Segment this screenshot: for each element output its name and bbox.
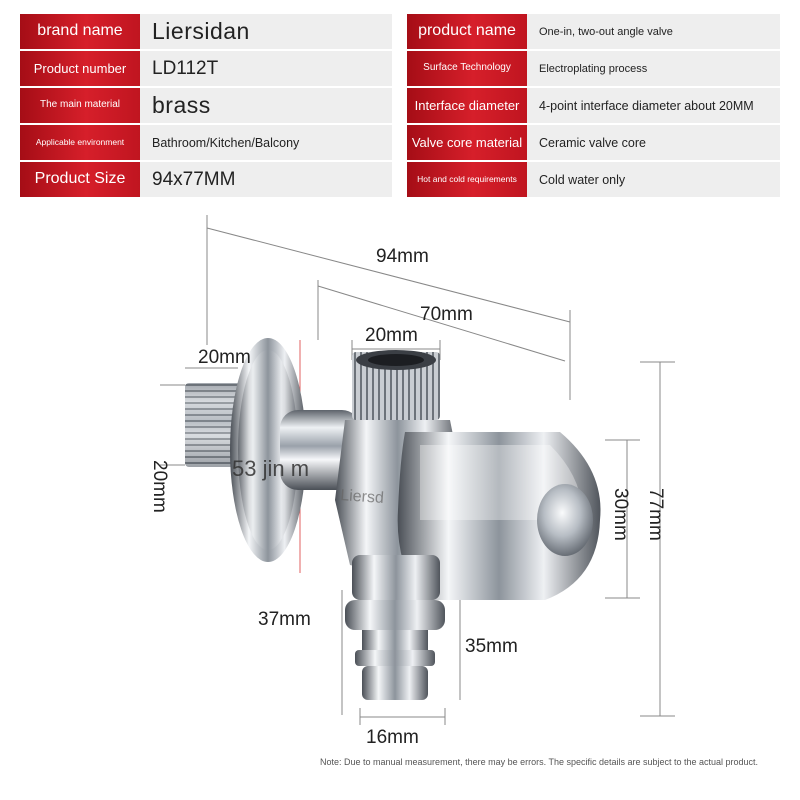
spec-key: Hot and cold requirements — [407, 162, 527, 199]
spec-value: 94x77MM — [140, 162, 392, 199]
valve-handle — [397, 432, 601, 600]
body-logo-text: Liersd — [340, 487, 385, 507]
spec-table-right: product name One-in, two-out angle valve… — [407, 14, 780, 199]
bottom-nozzle — [362, 666, 428, 700]
spec-key: The main material — [20, 88, 140, 125]
spec-value: Cold water only — [527, 162, 780, 199]
dimension-lines — [160, 215, 675, 725]
dim-bottom-length: 37mm — [258, 609, 311, 630]
dim-left-thread-height: 20mm — [149, 460, 170, 513]
spec-row-brand: brand name Liersidan — [20, 14, 392, 51]
spec-key: Interface diameter — [407, 88, 527, 125]
spec-value: 4-point interface diameter about 20MM — [527, 88, 780, 125]
spec-value: Bathroom/Kitchen/Balcony — [140, 125, 392, 162]
spec-row-environment: Applicable environment Bathroom/Kitchen/… — [20, 125, 392, 162]
spec-key: brand name — [20, 14, 140, 51]
dim-overall-width: 94mm — [376, 246, 429, 267]
spec-key: Valve core material — [407, 125, 527, 162]
dim-body-height: 30mm — [610, 488, 631, 541]
spec-key: Applicable environment — [20, 125, 140, 162]
spec-value: One-in, two-out angle valve — [527, 14, 780, 51]
dim-bottom-diameter: 16mm — [366, 727, 419, 748]
handle-cap — [537, 484, 593, 556]
spec-row-size: Product Size 94x77MM — [20, 162, 392, 199]
spec-value: Electroplating process — [527, 51, 780, 88]
spec-row-product-number: Product number LD112T — [20, 51, 392, 88]
dim-top-thread: 20mm — [365, 325, 418, 346]
spec-row-material: The main material brass — [20, 88, 392, 125]
spec-key: Product number — [20, 51, 140, 88]
measurement-note: Note: Due to manual measurement, there m… — [320, 757, 759, 767]
spec-row-surface: Surface Technology Electroplating proces… — [407, 51, 780, 88]
watermark-text: 53 jin m — [232, 456, 309, 481]
spec-row-interface: Interface diameter 4-point interface dia… — [407, 88, 780, 125]
valve-dimension-figure: 53 jin m Liersd 94mm 70mm 20mm 20mm 20mm… — [149, 215, 675, 748]
dim-bottom-nozzle: 35mm — [465, 636, 518, 657]
spec-key: product name — [407, 14, 527, 51]
spec-row-product-name: product name One-in, two-out angle valve — [407, 14, 780, 51]
dim-body-width: 70mm — [420, 304, 473, 325]
spec-key: Surface Technology — [407, 51, 527, 88]
spec-key: Product Size — [20, 162, 140, 199]
bottom-collar — [352, 555, 440, 600]
spec-row-hot-cold: Hot and cold requirements Cold water onl… — [407, 162, 780, 199]
dim-left-thread-width: 20mm — [198, 347, 251, 368]
spec-value: Ceramic valve core — [527, 125, 780, 162]
spec-value: brass — [140, 88, 392, 125]
spec-value: Liersidan — [140, 14, 392, 51]
spec-value: LD112T — [140, 51, 392, 88]
dim-overall-height: 77mm — [645, 488, 666, 541]
top-thread — [352, 352, 440, 420]
spec-table-left: brand name Liersidan Product number LD11… — [20, 14, 392, 199]
spec-row-valve-core: Valve core material Ceramic valve core — [407, 125, 780, 162]
